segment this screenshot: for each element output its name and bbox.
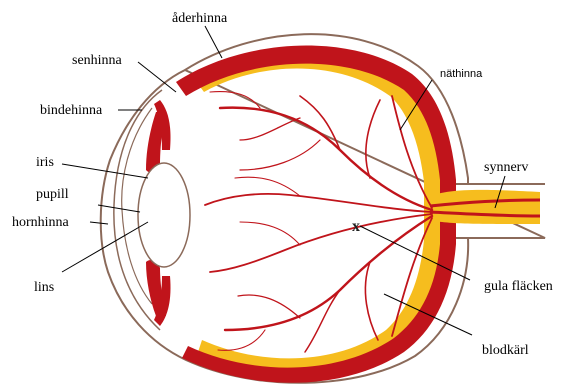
leader-hornhinna — [90, 222, 108, 224]
label-nathinna: näthinna — [440, 68, 483, 80]
lens — [138, 163, 190, 267]
blood-vessels — [205, 92, 432, 352]
label-iris: iris — [36, 155, 54, 170]
vessel-mid-1 — [205, 194, 432, 212]
vessel-mid-4 — [240, 222, 300, 245]
vessel-upper-branch-1 — [300, 96, 340, 150]
vessel-upper-branch-3 — [366, 100, 380, 178]
label-senhinna: senhinna — [72, 53, 123, 68]
label-bindehinna: bindehinna — [40, 103, 103, 118]
vessel-lower-branch-2 — [365, 262, 378, 340]
vessel-upper-branch-5 — [240, 140, 320, 170]
vessel-mid-3 — [210, 214, 432, 272]
leader-aderhinna — [205, 26, 222, 58]
leader-pupill — [98, 205, 140, 212]
label-pupill: pupill — [36, 187, 69, 202]
label-hornhinna: hornhinna — [12, 215, 70, 230]
retina-band — [195, 51, 444, 371]
leader-senhinna — [138, 62, 176, 92]
vessel-lower-branch-4 — [218, 330, 265, 350]
label-aderhinna: åderhinna — [172, 11, 228, 26]
macula-marker: x — [352, 218, 360, 235]
vessel-lower-branch-3 — [238, 295, 300, 318]
label-lins: lins — [34, 280, 54, 295]
vessel-upper-branch-2 — [240, 118, 300, 140]
vessel-lower-branch-1 — [305, 290, 340, 352]
optic-nerve — [430, 190, 540, 224]
label-synnerv: synnerv — [484, 160, 528, 175]
label-blodkarl: blodkärl — [482, 343, 529, 358]
label-gula-flacken: gula fläcken — [484, 279, 553, 294]
